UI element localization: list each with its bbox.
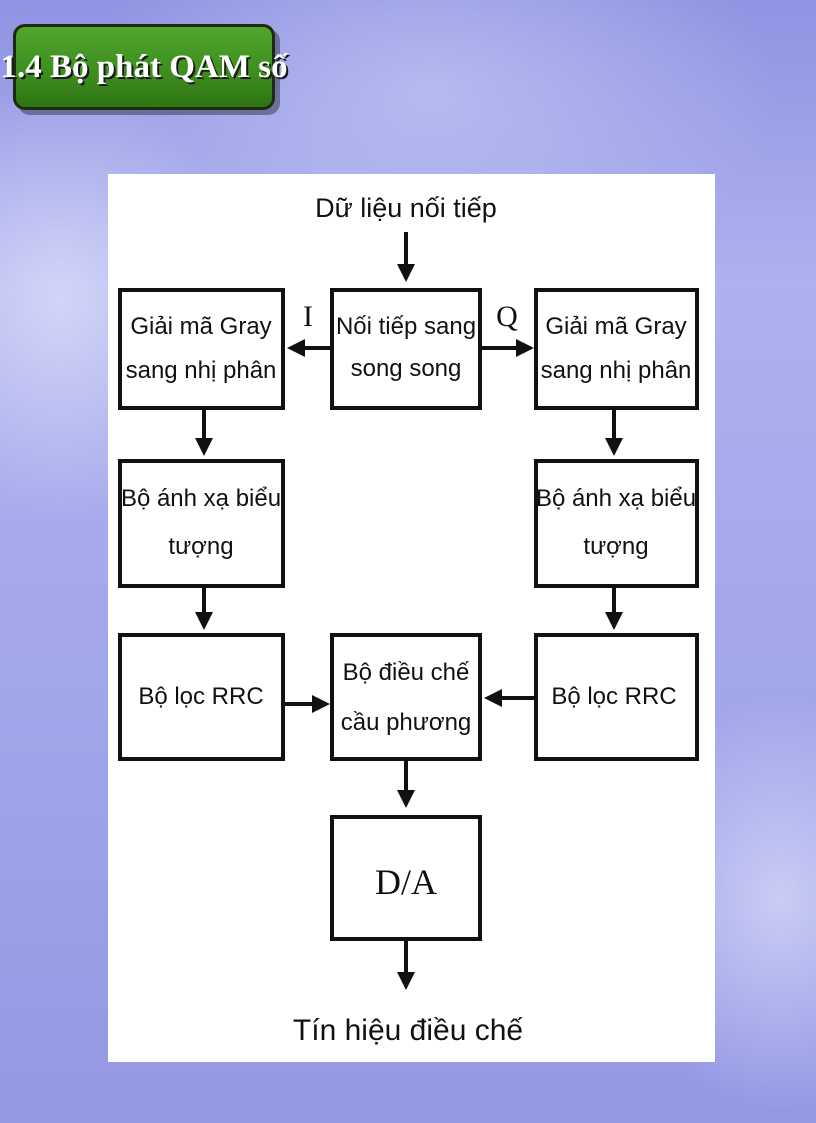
q-branch-label: Q xyxy=(496,300,518,333)
arrowhead-mapper-i xyxy=(195,612,213,630)
output-label: Tín hiệu điều chế xyxy=(293,1014,523,1047)
arrowhead-sp-to-gray-i xyxy=(287,339,305,357)
modulator-line1: Bộ điều chế xyxy=(343,659,470,686)
arrowhead-modulator xyxy=(397,790,415,808)
rrc-i-label: Bộ lọc RRC xyxy=(138,683,263,710)
rrc-q-label: Bộ lọc RRC xyxy=(551,683,676,710)
slide-title: 1.4 Bộ phát QAM số xyxy=(0,48,288,85)
gray-q-line1: Giải mã Gray xyxy=(545,313,686,340)
quadrature-modulator-block xyxy=(330,633,482,761)
slide-title-box: 1.4 Bộ phát QAM số xyxy=(1,24,287,110)
sp-label-line1: Nối tiếp sang xyxy=(336,313,476,340)
input-label: Dữ liệu nối tiếp xyxy=(315,193,497,223)
rrc-filter-i-block xyxy=(118,633,285,761)
qam-transmitter-diagram: Dữ liệu nối tiếp Nối tiếp sang song song… xyxy=(118,193,699,1047)
arrowhead-gray-q xyxy=(605,438,623,456)
mapper-i-line2: tượng xyxy=(168,533,233,560)
mapper-i-line1: Bộ ánh xạ biểu xyxy=(121,485,281,512)
gray-decoder-q-block xyxy=(534,288,699,410)
arrowhead-dac xyxy=(397,972,415,990)
arrowhead-sp-to-gray-q xyxy=(516,339,534,357)
dac-label: D/A xyxy=(375,862,437,902)
arrowhead-input xyxy=(397,264,415,282)
sp-label-line2: song song xyxy=(351,355,462,382)
mapper-q-line1: Bộ ánh xạ biểu xyxy=(536,485,696,512)
arrowhead-rrc-i xyxy=(312,695,330,713)
symbol-mapper-i-block xyxy=(118,459,285,588)
symbol-mapper-q-block xyxy=(534,459,699,588)
gray-i-line2: sang nhị phân xyxy=(126,357,277,384)
gray-i-line1: Giải mã Gray xyxy=(130,313,271,340)
serial-to-parallel-block xyxy=(330,288,482,410)
arrowhead-rrc-q xyxy=(484,689,502,707)
arrowhead-mapper-q xyxy=(605,612,623,630)
dac-block xyxy=(330,815,482,941)
i-branch-label: I xyxy=(303,300,313,333)
modulator-line2: cầu phương xyxy=(341,709,472,736)
arrowhead-gray-i xyxy=(195,438,213,456)
diagram-panel: Dữ liệu nối tiếp Nối tiếp sang song song… xyxy=(108,174,715,1062)
mapper-q-line2: tượng xyxy=(583,533,648,560)
gray-q-line2: sang nhị phân xyxy=(541,357,692,384)
gray-decoder-i-block xyxy=(118,288,285,410)
